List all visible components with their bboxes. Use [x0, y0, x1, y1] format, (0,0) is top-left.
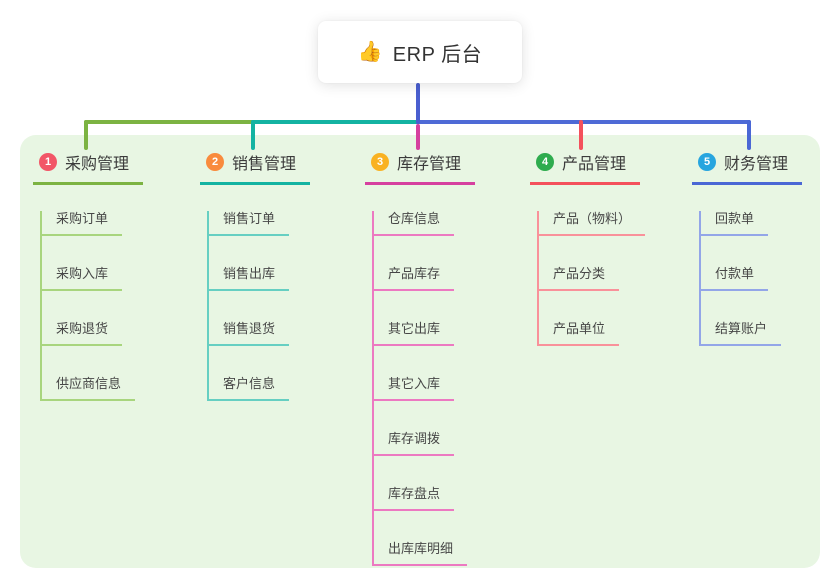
mindmap-item[interactable]: 回款单 — [701, 211, 769, 236]
mindmap-item[interactable]: 销售订单 — [209, 211, 290, 236]
mindmap-item[interactable]: 采购订单 — [42, 211, 123, 236]
root-title: ERP 后台 — [392, 43, 483, 66]
mindmap-item[interactable]: 供应商信息 — [42, 376, 136, 401]
branch-number-badge: 1 — [39, 153, 57, 171]
mindmap-item[interactable]: 销售退货 — [209, 321, 290, 346]
thumbs-up-icon: 👍 — [357, 41, 383, 63]
mindmap-item[interactable]: 付款单 — [701, 266, 769, 291]
branch-finance: 5 财务管理 回款单付款单结算账户 — [692, 148, 803, 346]
mindmap-item[interactable]: 客户信息 — [209, 376, 290, 401]
branch-heading-product[interactable]: 4 产品管理 — [530, 148, 641, 185]
connector-bus-teal — [251, 120, 420, 124]
branch-heading-finance[interactable]: 5 财务管理 — [692, 148, 803, 185]
branch-purchase: 1 采购管理 采购订单采购入库采购退货供应商信息 — [33, 148, 144, 401]
branch-sales: 2 销售管理 销售订单销售出库销售退货客户信息 — [200, 148, 311, 401]
branch-items-purchase: 采购订单采购入库采购退货供应商信息 — [40, 211, 136, 401]
mindmap-item[interactable]: 产品库存 — [374, 266, 455, 291]
branch-label: 库存管理 — [397, 156, 462, 173]
mindmap-item[interactable]: 仓库信息 — [374, 211, 455, 236]
mindmap-item[interactable]: 其它入库 — [374, 376, 455, 401]
mindmap-item[interactable]: 库存盘点 — [374, 486, 455, 511]
branch-label: 销售管理 — [232, 156, 297, 173]
branch-heading-inventory[interactable]: 3 库存管理 — [365, 148, 476, 185]
branch-product: 4 产品管理 产品（物料） 产品分类产品单位 — [530, 148, 646, 346]
root-node[interactable]: 👍 ERP 后台 — [318, 21, 522, 83]
connector-drop-finance — [747, 120, 751, 150]
branch-heading-sales[interactable]: 2 销售管理 — [200, 148, 311, 185]
mindmap-item[interactable]: 采购退货 — [42, 321, 123, 346]
branch-items-inventory: 仓库信息产品库存其它出库其它入库库存调拨库存盘点出库库明细 — [372, 211, 468, 566]
mindmap-item[interactable]: 销售出库 — [209, 266, 290, 291]
connector-drop-inventory — [416, 124, 420, 150]
connector-drop-sales — [251, 120, 255, 150]
connector-root-drop — [416, 83, 420, 124]
branch-label: 财务管理 — [724, 156, 789, 173]
mindmap-item[interactable]: 采购入库 — [42, 266, 123, 291]
branch-items-finance: 回款单付款单结算账户 — [699, 211, 782, 346]
branch-number-badge: 5 — [698, 153, 716, 171]
branch-number-badge: 2 — [206, 153, 224, 171]
mindmap-item[interactable]: 产品（物料） — [539, 211, 646, 236]
branch-items-sales: 销售订单销售出库销售退货客户信息 — [207, 211, 290, 401]
mindmap-item[interactable]: 库存调拨 — [374, 431, 455, 456]
connector-bus-blue — [416, 120, 751, 124]
branch-number-badge: 4 — [536, 153, 554, 171]
mindmap-item[interactable]: 产品单位 — [539, 321, 620, 346]
mindmap-item[interactable]: 其它出库 — [374, 321, 455, 346]
connector-drop-product — [579, 120, 583, 150]
branch-number-badge: 3 — [371, 153, 389, 171]
mindmap-item[interactable]: 产品分类 — [539, 266, 620, 291]
mindmap-item[interactable]: 结算账户 — [701, 321, 782, 346]
connector-drop-purchase — [84, 120, 88, 150]
mindmap-item[interactable]: 出库库明细 — [374, 541, 468, 566]
branches-panel — [20, 135, 820, 568]
branch-label: 产品管理 — [562, 156, 627, 173]
branch-heading-purchase[interactable]: 1 采购管理 — [33, 148, 144, 185]
branch-label: 采购管理 — [65, 156, 130, 173]
connector-bus-green — [84, 120, 255, 124]
branch-inventory: 3 库存管理 仓库信息产品库存其它出库其它入库库存调拨库存盘点出库库明细 — [365, 148, 476, 566]
branch-items-product: 产品（物料） 产品分类产品单位 — [537, 211, 646, 346]
